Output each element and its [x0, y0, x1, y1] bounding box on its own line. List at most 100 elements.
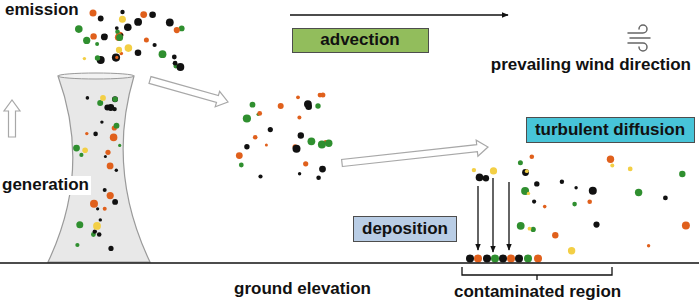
particle: [79, 153, 83, 157]
flow-arrow: [4, 100, 20, 137]
particle: [315, 103, 320, 108]
particle: [278, 103, 284, 109]
particle: [115, 30, 120, 35]
particle: [244, 144, 249, 149]
ground-line: [0, 262, 699, 264]
particle: [101, 34, 108, 41]
particle: [298, 132, 304, 138]
particle: [466, 255, 474, 263]
particle: [90, 10, 97, 17]
particle: [107, 104, 114, 111]
particle: [552, 232, 558, 238]
particle: [679, 171, 685, 177]
process-box: deposition: [353, 216, 457, 242]
down-arrow: [477, 186, 478, 250]
particle: [85, 132, 88, 135]
particle: [296, 95, 300, 99]
particle: [93, 222, 101, 230]
particle: [144, 37, 149, 42]
particle: [528, 227, 532, 231]
particle: [103, 188, 107, 192]
particles: [73, 10, 690, 263]
particle: [515, 255, 523, 263]
particle: [587, 200, 592, 205]
particle: [297, 115, 301, 119]
wind-stroke: [628, 43, 647, 51]
particle: [116, 34, 123, 41]
flow-arrows: [4, 77, 488, 167]
particle: [507, 255, 515, 263]
wind-stroke: [628, 25, 647, 33]
particle: [118, 144, 121, 147]
particle: [318, 140, 326, 148]
particle: [124, 23, 132, 31]
particle: [543, 205, 547, 209]
particle: [325, 140, 332, 147]
particle: [90, 200, 98, 208]
particle: [93, 229, 97, 233]
particle: [663, 196, 668, 201]
particle: [103, 207, 107, 211]
particle: [153, 43, 157, 47]
particle: [574, 186, 577, 189]
particle: [483, 175, 489, 181]
particle: [115, 26, 119, 30]
wind-stroke: [630, 37, 650, 39]
particle: [527, 192, 530, 195]
particle: [257, 111, 262, 116]
particle: [316, 175, 321, 180]
particle: [483, 255, 491, 263]
particle: [112, 199, 118, 205]
particle: [120, 10, 124, 14]
particle: [524, 255, 532, 263]
particle: [90, 33, 96, 39]
particle: [258, 174, 262, 178]
particle: [320, 93, 325, 98]
flow-arrow: [149, 77, 228, 107]
annotation-label: prevailing wind direction: [489, 56, 693, 75]
particle: [635, 189, 642, 196]
particle: [134, 18, 142, 26]
particle: [76, 221, 83, 228]
particle: [518, 160, 523, 165]
particle: [116, 47, 122, 53]
particle: [517, 222, 525, 230]
particle: [525, 169, 529, 173]
particle: [647, 244, 650, 247]
particle: [265, 144, 268, 147]
particle: [319, 166, 326, 173]
particle: [100, 120, 103, 123]
flow-arrow: [342, 140, 488, 166]
particle: [115, 169, 118, 172]
down-arrow: [508, 182, 509, 250]
particle: [250, 102, 256, 108]
particle: [119, 16, 126, 23]
particle: [243, 114, 251, 122]
particle: [589, 187, 597, 195]
particle: [97, 100, 103, 106]
particle: [490, 167, 497, 174]
process-label: advection: [320, 31, 399, 50]
particle: [268, 127, 273, 132]
wind-arrow: [290, 14, 508, 16]
particle: [531, 227, 536, 232]
particle: [161, 51, 166, 56]
particle: [593, 222, 599, 228]
particle: [82, 148, 88, 154]
particle: [95, 42, 99, 46]
particle: [303, 161, 308, 166]
process-label: generation: [0, 176, 91, 195]
particle: [572, 202, 577, 207]
particle: [239, 163, 244, 168]
process-box: advection: [292, 28, 429, 53]
process-label: emission: [3, 1, 81, 20]
particle: [99, 218, 102, 221]
particle: [83, 57, 86, 60]
particle: [105, 150, 110, 155]
particle: [107, 192, 114, 199]
particle: [140, 11, 147, 18]
particle: [112, 96, 118, 102]
particle: [305, 103, 312, 110]
particle: [491, 255, 499, 263]
